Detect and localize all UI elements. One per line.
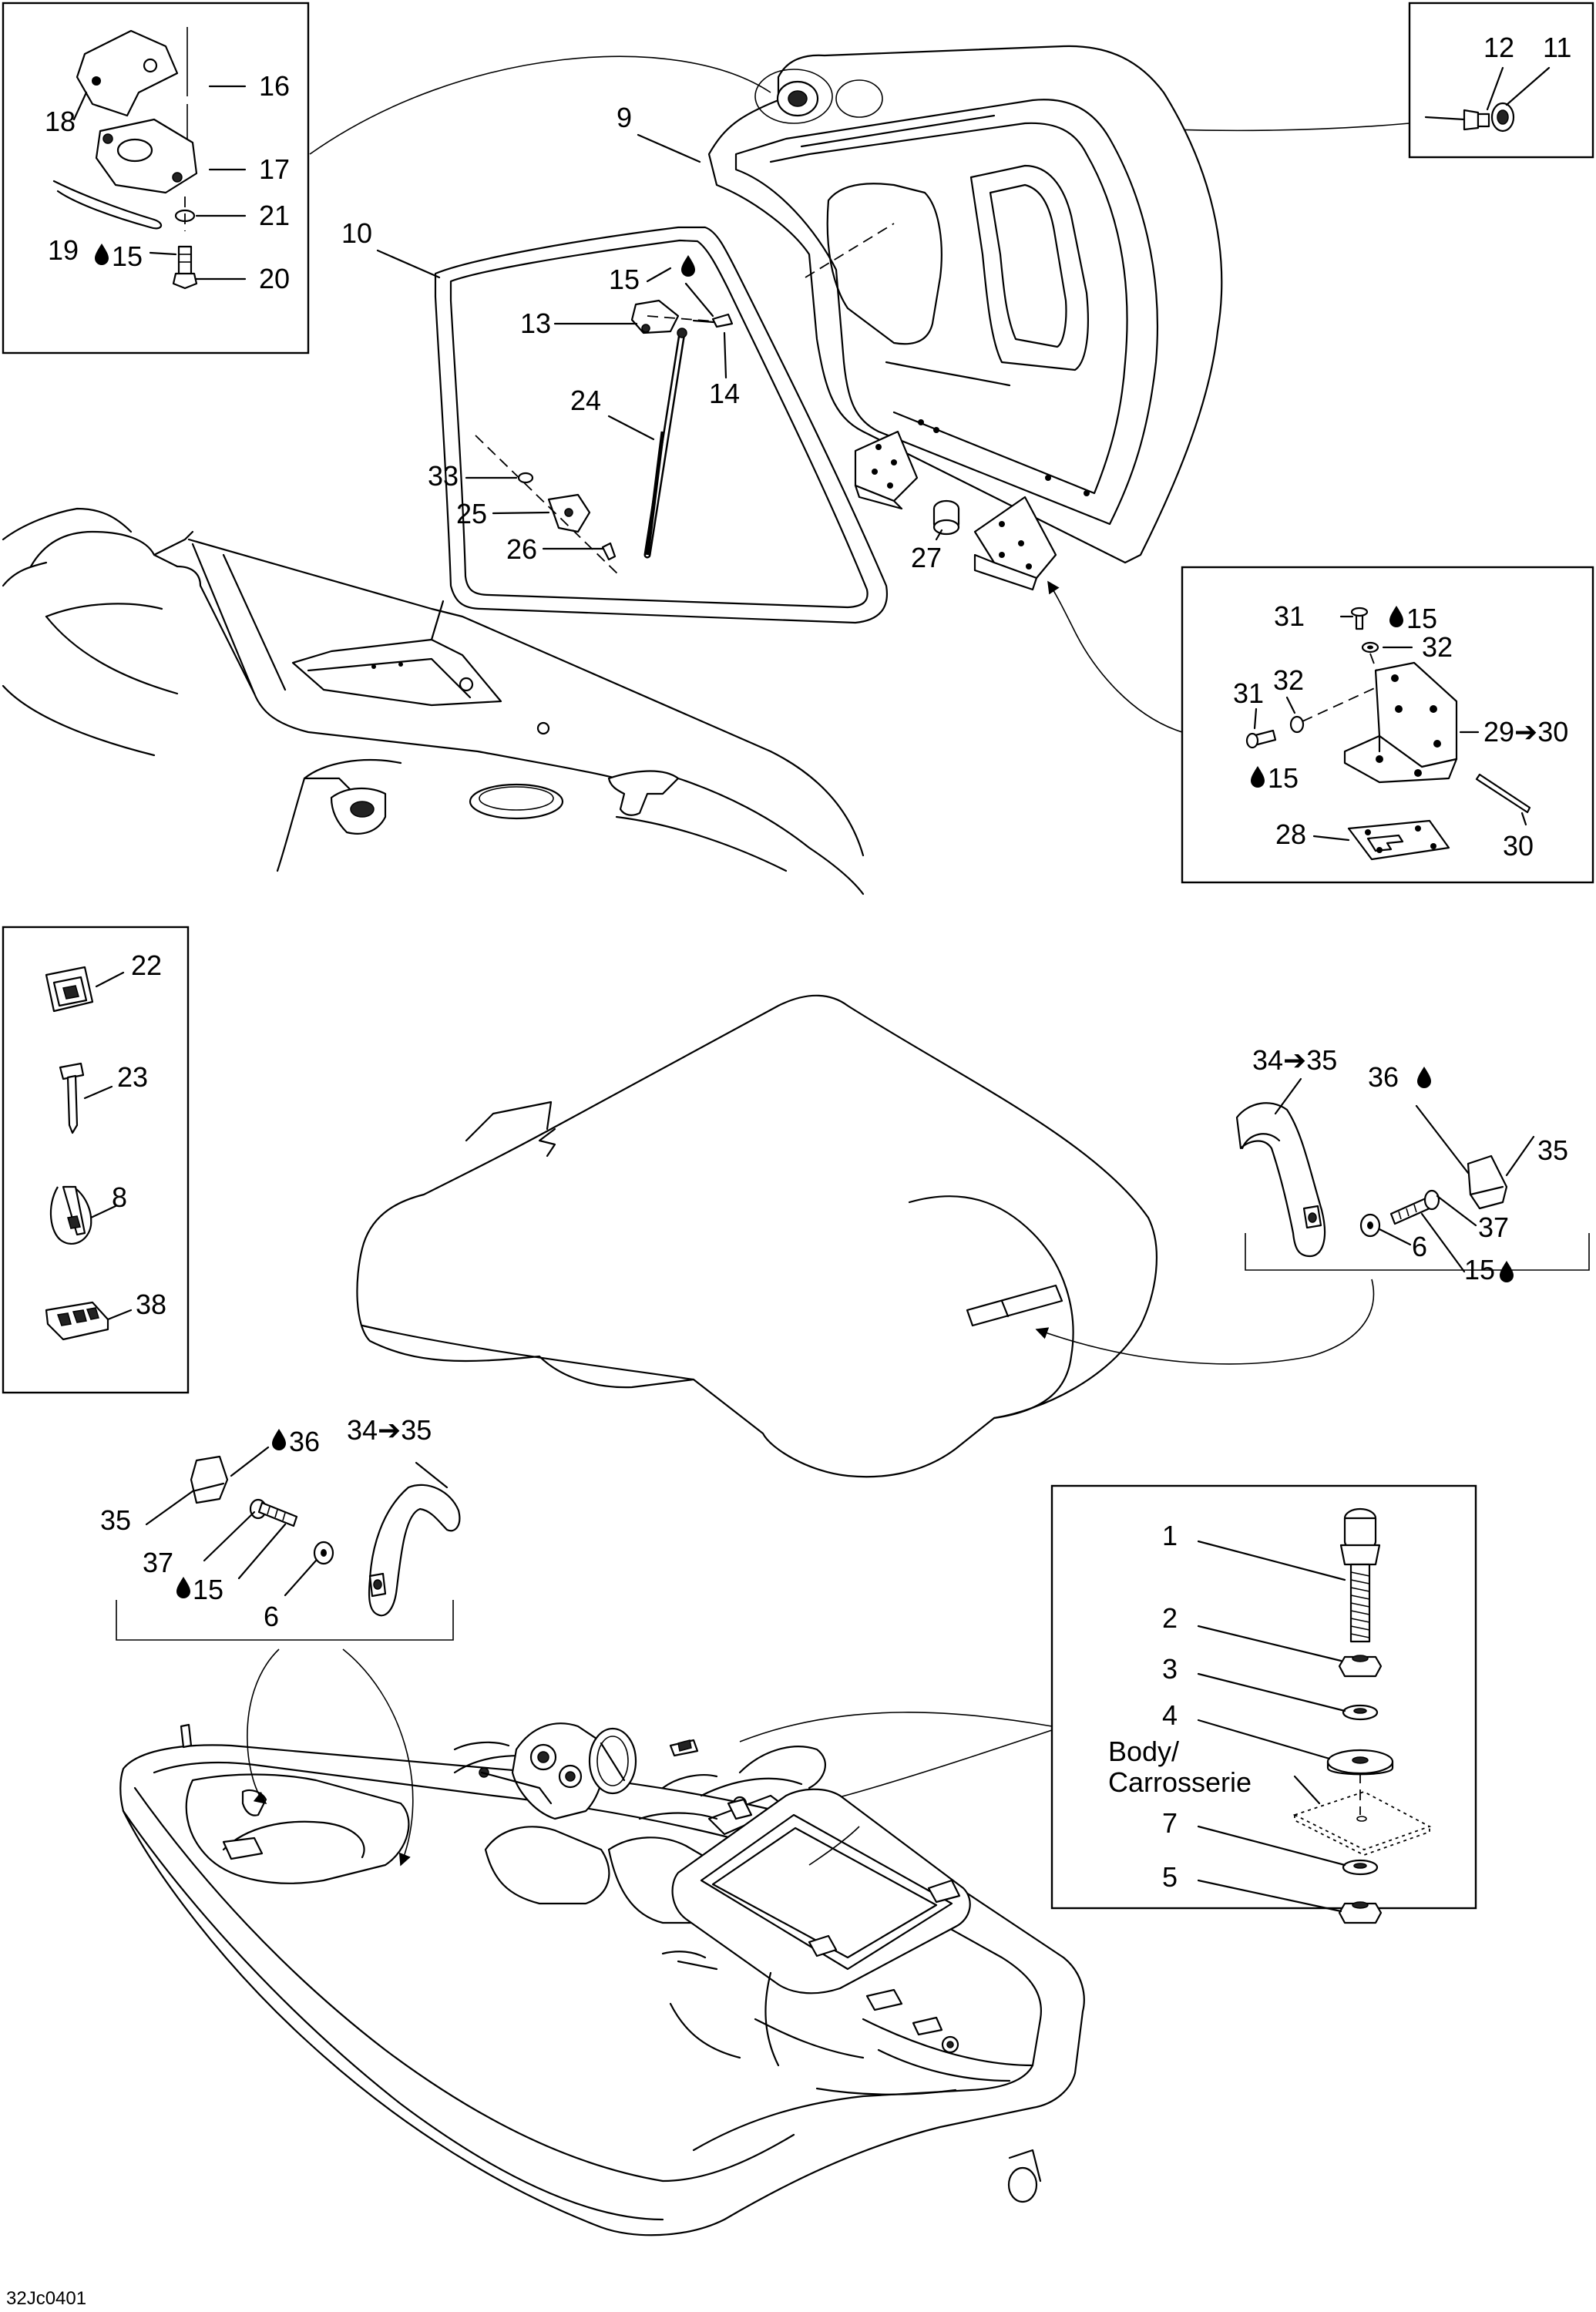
adhesive-drop-icon xyxy=(1251,766,1265,788)
callout-15d: 15 xyxy=(1268,762,1299,794)
callout-38: 38 xyxy=(136,1289,166,1320)
callout-34-35b: 34➔35 xyxy=(347,1414,432,1446)
storage-lid-assembly xyxy=(434,45,1223,624)
callout-37a: 37 xyxy=(1478,1211,1509,1243)
callout-10: 10 xyxy=(341,217,372,249)
boat-overview-drawing xyxy=(119,1648,1085,2236)
callout-6a: 6 xyxy=(1412,1231,1427,1262)
seat-drawing xyxy=(356,994,1375,1478)
callout-15b: 15 xyxy=(609,264,640,295)
adhesive-drop-icon xyxy=(176,1577,190,1598)
callout-30: 30 xyxy=(1503,830,1534,862)
callout-35a: 35 xyxy=(1537,1134,1568,1166)
fastener-detail-box xyxy=(1408,2,1594,159)
hinge-detail-box xyxy=(1047,566,1594,884)
adhesive-drop-icon xyxy=(1389,606,1403,627)
callout-32b: 32 xyxy=(1273,664,1304,696)
callout-28: 28 xyxy=(1275,818,1306,850)
body-label-line1: Body/ xyxy=(1108,1736,1179,1767)
callout-8: 8 xyxy=(112,1181,127,1213)
callout-14: 14 xyxy=(709,378,740,409)
callout-18: 18 xyxy=(45,106,76,137)
callout-12: 12 xyxy=(1483,32,1514,63)
callout-35b: 35 xyxy=(100,1504,131,1536)
callout-26: 26 xyxy=(506,533,537,565)
callout-16: 16 xyxy=(259,70,290,102)
callout-6b: 6 xyxy=(264,1601,279,1632)
callout-36a: 36 xyxy=(1368,1061,1399,1093)
callout-34-35a: 34➔35 xyxy=(1252,1044,1337,1076)
callout-36b: 36 xyxy=(289,1426,320,1457)
callout-15e: 15 xyxy=(1464,1254,1495,1285)
callout-17: 17 xyxy=(259,153,290,185)
callout-37b: 37 xyxy=(143,1547,173,1578)
latch-detail-box xyxy=(2,2,310,355)
grab-handle-left xyxy=(116,1446,461,1641)
callout-24: 24 xyxy=(570,385,601,416)
callout-29-30: 29➔30 xyxy=(1483,716,1568,748)
callout-4: 4 xyxy=(1162,1699,1178,1731)
callout-11: 11 xyxy=(1543,32,1571,63)
callout-5: 5 xyxy=(1162,1861,1178,1893)
body-label-line2: Carrosserie xyxy=(1108,1766,1252,1798)
callout-1: 1 xyxy=(1162,1520,1178,1551)
callout-23: 23 xyxy=(117,1061,148,1093)
callout-19: 19 xyxy=(48,234,79,266)
callout-27: 27 xyxy=(911,542,942,573)
adhesive-drop-icon xyxy=(272,1429,286,1450)
callout-33: 33 xyxy=(428,460,459,492)
callout-15f: 15 xyxy=(193,1574,223,1605)
drawing-code: 32Jc0401 xyxy=(6,2288,86,2309)
callout-9: 9 xyxy=(617,102,632,133)
callout-13: 13 xyxy=(520,307,551,339)
adhesive-drop-icon xyxy=(95,244,109,265)
callout-3: 3 xyxy=(1162,1653,1178,1685)
callout-21: 21 xyxy=(259,200,290,231)
callout-20: 20 xyxy=(259,263,290,294)
grab-handle-right xyxy=(1235,1077,1590,1273)
callout-15c: 15 xyxy=(1406,603,1437,634)
callout-7: 7 xyxy=(1162,1807,1178,1839)
rear-deck-drawing xyxy=(2,507,865,896)
callout-31a: 31 xyxy=(1274,600,1305,632)
callout-31b: 31 xyxy=(1233,677,1264,709)
bolt-stack-detail-box xyxy=(1050,1484,1477,1924)
callout-22: 22 xyxy=(131,949,162,981)
callout-15a: 15 xyxy=(112,240,143,272)
callout-2: 2 xyxy=(1162,1602,1178,1634)
callout-labels: 16 17 18 21 19 15 20 12 11 9 10 15 13 14… xyxy=(6,32,1571,2309)
adhesive-drop-icon xyxy=(1500,1261,1514,1282)
callout-32a: 32 xyxy=(1422,631,1453,663)
adhesive-drop-icon xyxy=(1417,1067,1431,1088)
small-parts-box xyxy=(2,926,190,1394)
callout-25: 25 xyxy=(456,498,487,529)
